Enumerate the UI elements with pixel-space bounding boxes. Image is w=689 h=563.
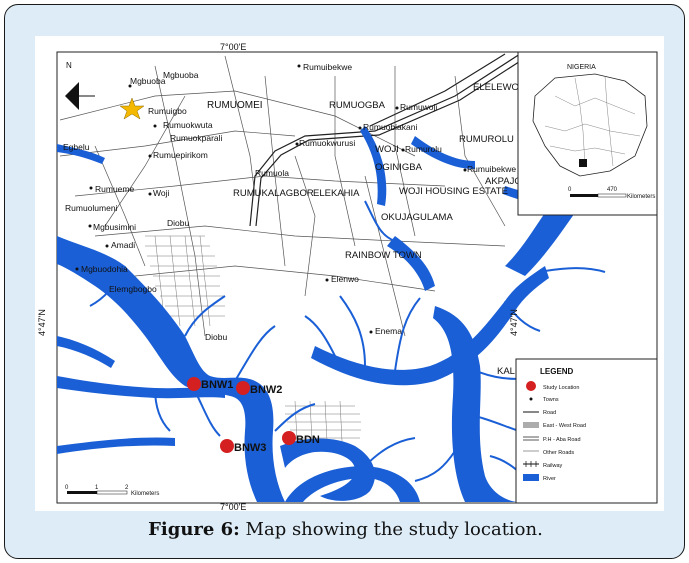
place-label: Mgbusimini [93, 222, 136, 232]
place-label: Woji [153, 188, 169, 198]
nigeria-outline [532, 73, 648, 177]
coord-right: 4°47'N [509, 309, 519, 336]
town-dots [75, 64, 467, 334]
place-label: RUMUKALAGBOR [233, 188, 314, 199]
north-label: N [66, 61, 72, 70]
scale-label: 0 [65, 485, 69, 491]
map-frame: 7°00'E 7°00'E 4°47'N 4°47'N N Mgbuoba Mg… [35, 36, 664, 511]
place-label: Rumuwoji [400, 102, 437, 112]
road-network [59, 55, 506, 337]
coord-left: 4°47'N [37, 309, 47, 336]
scale-label: 2 [125, 485, 129, 491]
place-label: Rumuigbo [148, 106, 187, 116]
legend-item: River [543, 476, 556, 482]
inset-title: NIGERIA [567, 64, 596, 71]
place-label: Mgbuodohia [81, 264, 128, 274]
figure-container: 7°00'E 7°00'E 4°47'N 4°47'N N Mgbuoba Mg… [4, 4, 685, 559]
place-label: Mgbuoba [130, 76, 166, 86]
coord-top: 7°00'E [220, 42, 246, 52]
place-label: RAINBOW TOWN [345, 250, 422, 261]
legend: LEGEND Study Location Towns Road East - … [515, 358, 658, 504]
inset-map: NIGERIA 0 470 Kilometers [517, 51, 658, 216]
legend-item: Study Location [543, 385, 579, 391]
river-network [57, 126, 657, 502]
place-label: Rumueme [95, 184, 134, 194]
place-label: Rumuibekwe [467, 164, 516, 174]
highway [249, 53, 526, 227]
legend-item: Road [543, 410, 556, 416]
place-label: ELELEWON [473, 82, 526, 93]
scale-bar: 0 1 2 Kilometers [65, 485, 159, 497]
figure-caption: Figure 6: Map showing the study location… [5, 519, 684, 540]
caption-text: Map showing the study location. [239, 519, 543, 540]
place-label: Rumuibekwe [303, 62, 352, 72]
place-label: OKUJAGULAMA [381, 212, 453, 223]
legend-item: Towns [543, 397, 559, 403]
legend-item: P.H - Aba Road [543, 437, 581, 443]
place-label: Diobu [167, 218, 189, 228]
station-marker [220, 439, 234, 453]
place-label: AKPAJO [485, 176, 522, 187]
map-svg: 7°00'E 7°00'E 4°47'N 4°47'N N Mgbuoba Mg… [37, 42, 658, 511]
place-label: WOJI HOUSING ESTATE [399, 186, 508, 197]
scale-label: 1 [95, 485, 99, 491]
place-label: Rumurolu [405, 144, 442, 154]
place-label: RUMUOMEI [207, 100, 263, 111]
inset-scale-zero: 0 [568, 187, 572, 193]
study-area-marker [579, 159, 587, 167]
place-label: WOJI [375, 144, 399, 155]
place-label: Egbelu [63, 142, 90, 152]
place-label: RUMUOGBA [329, 100, 386, 111]
station-label: BNW2 [250, 384, 282, 396]
place-label: Rumuolumeni [65, 203, 118, 213]
place-label: Diobu [205, 332, 227, 342]
place-label: RUMUROLU [459, 134, 514, 145]
place-label: Elenwo [331, 274, 359, 284]
study-area-star-icon [119, 97, 145, 120]
legend-item: Other Roads [543, 450, 574, 456]
place-label: Rumuepirikom [153, 150, 208, 160]
place-label: Enema [375, 326, 402, 336]
place-label: ELEKAHIA [313, 188, 360, 199]
urban-grid [145, 235, 361, 442]
station-marker [187, 377, 201, 391]
north-arrow-icon [65, 82, 95, 110]
place-label: Rumuokwurusi [299, 138, 355, 148]
inset-scale-unit: Kilometers [627, 194, 655, 200]
station-label: BNW1 [201, 379, 233, 391]
station-label: BNW3 [234, 442, 266, 454]
legend-item: East - West Road [543, 423, 586, 429]
place-label: Rumuola [255, 168, 289, 178]
station-marker [236, 381, 250, 395]
caption-label: Figure 6: [148, 519, 240, 540]
legend-item: Railway [543, 463, 563, 469]
station-label: BDN [296, 434, 320, 446]
place-label: Mgbuoba [163, 70, 199, 80]
study-stations: BNW1 BNW2 BNW3 BDN [187, 377, 320, 454]
inset-scale-value: 470 [607, 187, 618, 193]
place-label: Rumuobiakani [363, 122, 417, 132]
place-label: Rumuokparali [170, 133, 223, 143]
place-label: Elemgbogbo [109, 284, 157, 294]
scale-unit: Kilometers [131, 491, 159, 497]
coord-bottom: 7°00'E [220, 502, 246, 511]
station-marker [282, 431, 296, 445]
legend-title: LEGEND [540, 367, 574, 376]
place-label: Rumuokwuta [163, 120, 213, 130]
place-label: OGINIGBA [375, 162, 423, 173]
place-label: Amadi [111, 240, 135, 250]
